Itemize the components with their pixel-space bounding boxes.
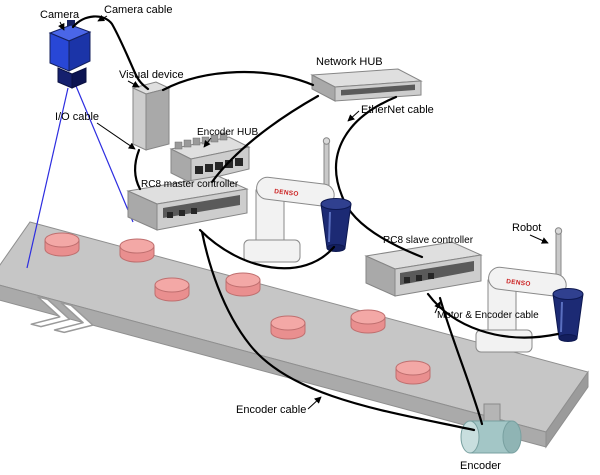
master-ports [167,208,197,218]
ethernet-cable-hub-to-visual [161,70,315,92]
robot-base [475,329,533,353]
workpiece-puck [395,360,431,385]
workpiece-puck [44,232,80,257]
camera-cable [71,15,150,91]
visual-device [131,81,171,151]
label-arrow-camera [58,21,65,31]
label-motor-encoder-cable: Motor & Encoder cable [437,310,539,321]
conveyor-direction-arrow [30,296,94,334]
label-io-cable: I/O cable [55,111,99,123]
label-network-hub: Network HUB [316,56,383,68]
label-arrows [58,14,549,410]
workpiece-puck [350,309,386,334]
robot-2: DENSO [475,227,584,353]
camera-body-right [68,31,91,72]
rc8-slave-controller [364,241,483,297]
label-camera: Camera [40,9,80,21]
hub-port-strip [341,84,415,96]
label-arrow-encoder-cable [307,396,322,410]
label-arrow-visual-device [127,80,140,88]
label-arrow-motor-cable [434,301,441,314]
io-cable [133,148,142,191]
label-ethernet-cable: EtherNet cable [361,104,434,116]
robot-base [243,239,301,263]
camera-fov-lines [26,85,134,269]
workpiece-puck [270,315,306,340]
motor-cable-robot1 [198,228,336,270]
rc8-master-controller [126,175,249,231]
workpiece-puck [119,238,155,263]
network-hub [310,68,423,102]
end-effector [552,288,584,342]
label-rc8-slave: RC8 slave controller [383,235,474,246]
encoder-device [460,403,522,454]
camera-device [48,20,92,89]
denso-logo: DENSO [274,188,299,198]
encoder-cap-right [502,420,522,454]
robot-rod-tip [554,227,563,235]
label-visual-device: Visual device [119,69,184,81]
label-encoder: Encoder [460,460,501,472]
label-rc8-master: RC8 master controller [141,179,239,190]
label-arrow-encoder-hub [203,137,212,148]
denso-logo: DENSO [506,278,531,288]
workpiece-puck [154,277,190,302]
robot-1: DENSO [243,137,352,263]
label-camera-cable: Camera cable [104,4,172,16]
label-arrow-camera-cable [97,14,108,22]
label-encoder-hub: Encoder HUB [197,127,258,138]
encoder-hub [169,132,251,184]
camera-connector [67,20,75,27]
slave-ports [404,273,434,283]
label-arrow-ethernet [347,110,360,122]
camera-lens-right [71,67,87,89]
ethernet-cable-hub-to-master [210,94,320,184]
workpiece-puck [225,272,261,297]
conveyor-end-face [545,370,589,449]
label-encoder-cable: Encoder cable [236,404,306,416]
robot-arm: DENSO [488,266,567,297]
encoder-hub-ports [195,158,243,174]
end-effector [320,198,352,252]
encoder-cable-to-master [200,230,476,432]
labels: Camera Camera cable Visual device Networ… [40,4,541,472]
robot-arm: DENSO [256,176,335,207]
ethernet-cable-hub-to-slave [334,95,424,259]
robot-rod-tip [322,137,331,145]
encoder-cap-left [460,420,480,454]
label-arrow-robot [529,234,549,244]
label-arrow-io-cable [96,122,136,150]
label-robot: Robot [512,222,541,234]
